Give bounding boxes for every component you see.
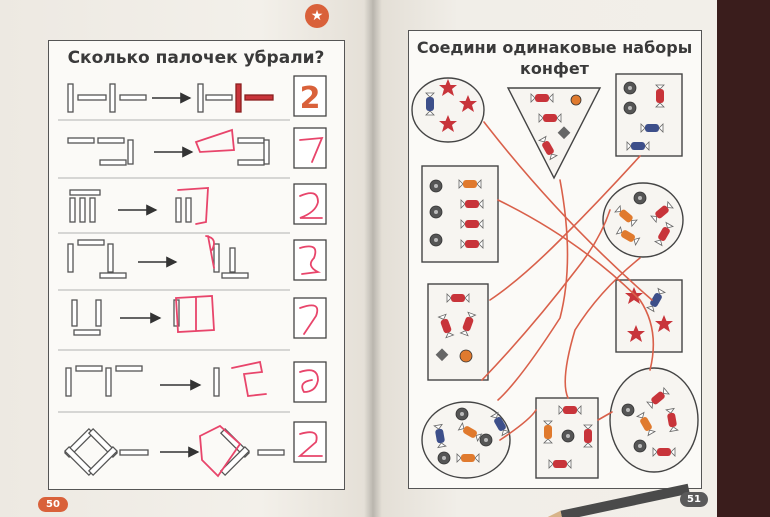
donut-icon — [459, 349, 473, 363]
stick — [119, 94, 147, 101]
stick — [257, 449, 285, 456]
stick — [79, 197, 86, 223]
stick — [87, 445, 119, 477]
donut-icon — [437, 451, 451, 465]
donut-icon — [623, 81, 637, 95]
connection-line — [499, 409, 537, 441]
stick — [89, 197, 96, 223]
star-icon: ★ — [305, 4, 329, 28]
left-page-number: 50 — [38, 497, 68, 512]
stick — [185, 197, 192, 223]
connection-line — [564, 257, 641, 399]
connection-line — [497, 179, 569, 401]
stick — [205, 94, 233, 101]
stick — [95, 299, 102, 327]
stick — [175, 197, 182, 223]
answer-box — [293, 127, 327, 169]
book-spine — [364, 0, 382, 517]
handwritten-connections — [481, 121, 655, 441]
donut-icon — [429, 179, 443, 193]
stick — [67, 83, 74, 113]
answer-box — [293, 361, 327, 403]
connection-line — [489, 155, 641, 301]
left-page-title: Сколько палочек убрали? — [67, 48, 325, 68]
stick — [109, 83, 116, 113]
stick — [221, 272, 249, 279]
donut-icon — [633, 439, 647, 453]
stick — [97, 137, 125, 144]
handwritten-marks — [175, 128, 324, 478]
connection-line — [497, 199, 655, 371]
stick — [99, 159, 127, 166]
right-title-line-1: Соедини одинаковые наборы — [416, 38, 693, 57]
stick — [99, 272, 127, 279]
donut-icon — [621, 403, 635, 417]
stick — [65, 367, 72, 397]
donut-icon — [455, 407, 469, 421]
stick — [67, 137, 95, 144]
candy-set-triangle — [506, 87, 602, 180]
stick — [197, 83, 204, 113]
pencil — [541, 483, 690, 517]
connection-line — [481, 209, 611, 381]
stick — [115, 365, 143, 372]
right-title-line-2: конфет — [520, 59, 589, 78]
connection-line — [483, 121, 653, 301]
stick — [213, 243, 220, 273]
stick — [127, 139, 134, 165]
stick — [213, 367, 220, 397]
stick — [119, 449, 149, 456]
stick — [69, 189, 101, 196]
stick — [75, 365, 103, 372]
stick — [71, 299, 78, 327]
donut-icon — [561, 429, 575, 443]
stick — [219, 445, 251, 477]
donut-icon — [479, 433, 493, 447]
stick — [69, 197, 76, 223]
right-page-number: 51 — [680, 492, 708, 507]
right-page-title: Соедини одинаковые наборы конфет — [412, 37, 697, 79]
donut-icon — [623, 101, 637, 115]
stick — [77, 239, 105, 246]
diamond-icon — [435, 348, 449, 362]
stick — [107, 243, 114, 273]
candy-set-circle — [609, 367, 699, 473]
stick — [67, 243, 74, 273]
answer-printed-digit: 2 — [300, 81, 321, 116]
stick — [105, 367, 112, 397]
stick-removed — [244, 94, 274, 101]
stick — [77, 94, 107, 101]
donut-icon — [429, 205, 443, 219]
donut-icon — [570, 94, 582, 106]
donut-icon — [633, 191, 647, 205]
stick — [263, 139, 270, 165]
answer-box — [293, 75, 327, 117]
donut-icon — [429, 233, 443, 247]
stick — [237, 159, 265, 166]
stick — [73, 329, 101, 336]
connection-line — [597, 411, 613, 421]
stick-removed — [235, 83, 242, 113]
stick — [229, 247, 236, 273]
